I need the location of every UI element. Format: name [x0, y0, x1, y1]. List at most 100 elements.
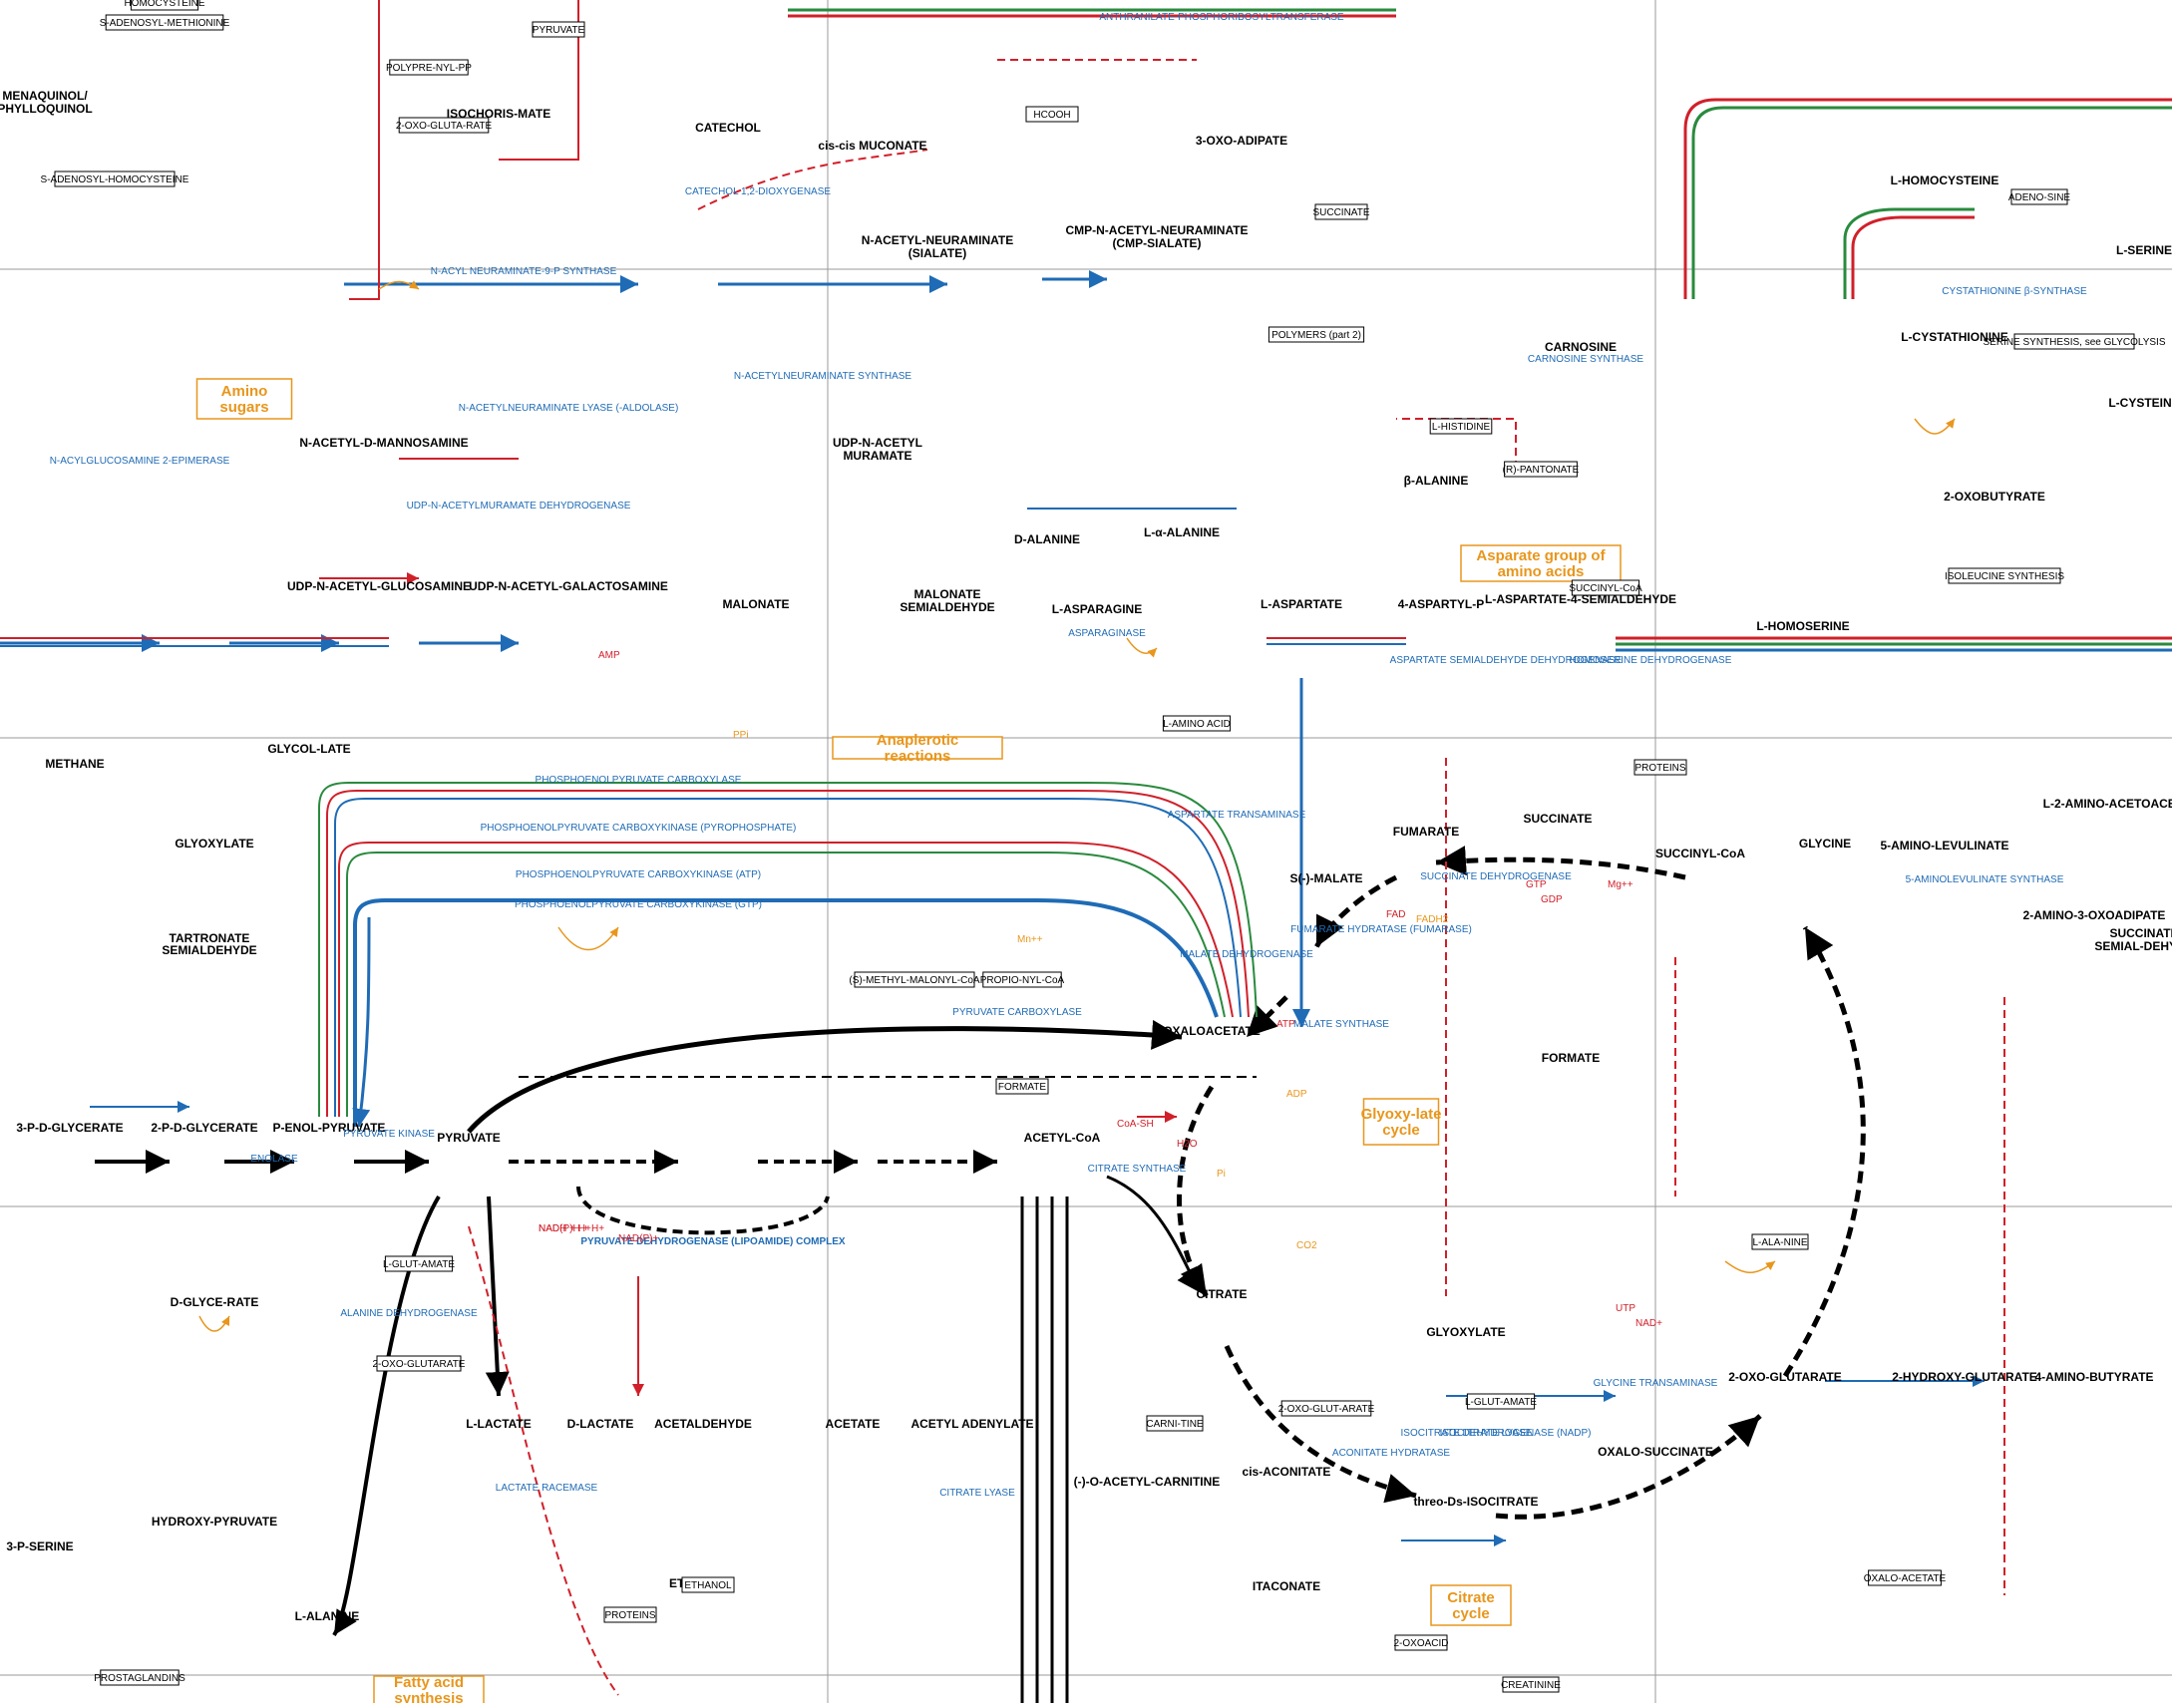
- svg-text:ALANINE DEHYDROGENASE: ALANINE DEHYDROGENASE: [340, 1308, 478, 1319]
- svg-text:OXALO-SUCCINATE: OXALO-SUCCINATE: [1598, 1445, 1713, 1459]
- enzyme-label: LACTATE RACEMASE: [496, 1483, 598, 1494]
- metabolite-glyoxylate: GLYOXYLATE: [1426, 1325, 1505, 1339]
- metabolite-l-2-amino-acetoacetate: L-2-AMINO-ACETOACETATE: [2043, 797, 2172, 811]
- cofactor-label: UTP: [1616, 1303, 1635, 1314]
- metabolite-catechol: CATECHOL: [695, 121, 761, 135]
- svg-text:GLYCINE TRANSAMINASE: GLYCINE TRANSAMINASE: [1594, 1378, 1718, 1389]
- svg-text:2-AMINO-3-OXOADIPATE: 2-AMINO-3-OXOADIPATE: [2023, 908, 2166, 922]
- svg-text:Mn++: Mn++: [1017, 934, 1043, 945]
- svg-text:PHOSPHOENOLPYRUVATE CARBOXYKIN: PHOSPHOENOLPYRUVATE CARBOXYKINASE (ATP): [516, 869, 761, 880]
- svg-text:OXALOACETATE: OXALOACETATE: [1163, 1024, 1261, 1038]
- cofactor-label: Pi: [1217, 1169, 1226, 1180]
- svg-text:SUCCINATE DEHYDROGENASE: SUCCINATE DEHYDROGENASE: [1420, 871, 1572, 882]
- svg-text:GLYOXYLATE: GLYOXYLATE: [1426, 1325, 1505, 1339]
- enzyme-label: PHOSPHOENOLPYRUVATE CARBOXYKINASE (GTP): [515, 899, 762, 910]
- metabolite-2-hydroxyglutarate: 2-HYDROXY-GLUTARATE: [1892, 1370, 2037, 1384]
- svg-text:PROSTAGLANDINS: PROSTAGLANDINS: [94, 1673, 185, 1684]
- boxed-compound: ISOLEUCINE SYNTHESIS: [1945, 568, 2064, 583]
- svg-text:(-)-O-ACETYL-CARNITINE: (-)-O-ACETYL-CARNITINE: [1074, 1475, 1221, 1489]
- svg-text:L-HOMOSERINE: L-HOMOSERINE: [1756, 619, 1849, 633]
- svg-text:PROTEINS: PROTEINS: [604, 1610, 655, 1621]
- metabolite-glyoxylate-top: GLYOXYLATE: [175, 837, 253, 851]
- metabolite-cis-aconitate: cis-ACONITATE: [1243, 1465, 1331, 1479]
- metabolite-acetyl-coa: ACETYL-CoA: [1024, 1131, 1101, 1145]
- enzyme-label: CITRATE SYNTHASE: [1088, 1164, 1187, 1175]
- metabolite-tartronate-semialdehyde: TARTRONATESEMIALDEHYDE: [162, 931, 256, 957]
- svg-text:N-ACETYLNEURAMINATE LYASE (-AL: N-ACETYLNEURAMINATE LYASE (-ALDOLASE): [459, 403, 679, 414]
- enzyme-label: FUMARATE HYDRATASE (FUMARASE): [1290, 924, 1472, 935]
- metabolite-labels: PYRUVATEACETYL-CoAOXALOACETATECITRATEcis…: [0, 89, 2172, 1623]
- svg-text:CO2: CO2: [1296, 1240, 1317, 1251]
- svg-text:L-ALANINE: L-ALANINE: [295, 1609, 360, 1623]
- svg-text:2-OXO-GLUTARATE: 2-OXO-GLUTARATE: [1728, 1370, 1842, 1384]
- metabolite-cmp-n-acetylneuraminate: CMP-N-ACETYL-NEURAMINATE(CMP-SIALATE): [1065, 223, 1248, 250]
- boxed-compound: (S)-METHYL-MALONYL-CoA: [849, 972, 979, 987]
- metabolite-succinate: SUCCINATE: [1523, 812, 1592, 826]
- cofactor-label: CO2: [1296, 1240, 1317, 1251]
- metabolite-succinate-semialdehyde: SUCCINATESEMIAL-DEHYDE: [2094, 926, 2172, 953]
- svg-text:Citratecycle: Citratecycle: [1447, 1589, 1495, 1622]
- metabolite-malonate: MALONATE: [722, 597, 789, 611]
- svg-text:L-GLUT-AMATE: L-GLUT-AMATE: [1465, 1397, 1537, 1408]
- metabolite-l-beta-alanine: L-α-ALANINE: [1144, 525, 1220, 539]
- metabolite-udp-n-acetylgalactosamine: UDP-N-ACETYL-GALACTOSAMINE: [469, 579, 668, 593]
- enzyme-label: PHOSPHOENOLPYRUVATE CARBOXYLASE: [536, 775, 742, 786]
- metabolite-malate: S(-)-MALATE: [1289, 871, 1362, 885]
- svg-text:N-ACYLGLUCOSAMINE 2-EPIMERASE: N-ACYLGLUCOSAMINE 2-EPIMERASE: [50, 456, 230, 467]
- svg-text:PYRUVATE KINASE: PYRUVATE KINASE: [343, 1129, 435, 1140]
- boxed-compound: S-ADENOSYL-HOMOCYSTEINE: [41, 171, 189, 186]
- svg-text:OXALO-ACETATE: OXALO-ACETATE: [1864, 1573, 1947, 1584]
- svg-text:PROTEINS: PROTEINS: [1634, 763, 1685, 774]
- metabolite-3-oxoadipate: 3-OXO-ADIPATE: [1196, 134, 1287, 148]
- enzyme-label: ASPARTATE SEMIALDEHYDE DEHYDROGENASE: [1390, 655, 1623, 666]
- svg-text:(S)-METHYL-MALONYL-CoA: (S)-METHYL-MALONYL-CoA: [849, 975, 979, 986]
- metabolite-l-asparagine: L-ASPARAGINE: [1052, 602, 1142, 616]
- enzyme-label: N-ACYLGLUCOSAMINE 2-EPIMERASE: [50, 456, 230, 467]
- svg-text:CARNOSINE SYNTHASE: CARNOSINE SYNTHASE: [1528, 354, 1643, 365]
- metabolite-3-p-glycerate: 3-P-D-GLYCERATE: [16, 1121, 123, 1135]
- svg-text:HOMOCYSTEINE: HOMOCYSTEINE: [124, 0, 204, 9]
- svg-text:3-P-D-GLYCERATE: 3-P-D-GLYCERATE: [16, 1121, 123, 1135]
- enzyme-label: UDP-N-ACETYLMURAMATE DEHYDROGENASE: [407, 501, 631, 512]
- svg-text:L-CYSTEINE: L-CYSTEINE: [2108, 396, 2172, 410]
- metabolite-udp-n-acetylglucosamine: UDP-N-ACETYL-GLUCOSAMINE: [287, 579, 471, 593]
- svg-text:AMP: AMP: [598, 650, 620, 661]
- metabolite-2-amino-3-oxoadipate: 2-AMINO-3-OXOADIPATE: [2023, 908, 2166, 922]
- svg-text:D-LACTATE: D-LACTATE: [567, 1417, 634, 1431]
- metabolite-l-homocysteine: L-HOMOCYSTEINE: [1891, 173, 1999, 187]
- cofactor-label: CoA-SH: [1117, 1119, 1154, 1130]
- svg-text:cis-cis MUCONATE: cis-cis MUCONATE: [818, 139, 926, 153]
- svg-text:CARNI-TINE: CARNI-TINE: [1146, 1419, 1204, 1430]
- svg-text:UDP-N-ACETYL-GLUCOSAMINE: UDP-N-ACETYL-GLUCOSAMINE: [287, 579, 471, 593]
- svg-text:POLYMERS (part 2): POLYMERS (part 2): [1271, 330, 1361, 341]
- svg-text:NAD(P)+: NAD(P)+: [618, 1233, 658, 1244]
- svg-text:LACTATE RACEMASE: LACTATE RACEMASE: [496, 1483, 598, 1494]
- enzyme-label: ALANINE DEHYDROGENASE: [340, 1308, 478, 1319]
- svg-text:PPi: PPi: [733, 730, 749, 741]
- svg-text:ETHANOL: ETHANOL: [684, 1580, 732, 1591]
- boxed-compound: L-ALA-NINE: [1752, 1234, 1808, 1249]
- cofactor-label: NADH + H+: [539, 1223, 591, 1234]
- svg-text:S-ADENOSYL-METHIONINE: S-ADENOSYL-METHIONINE: [100, 18, 230, 29]
- group-glyoxylate-cycle: Glyoxy-latecycle: [1361, 1099, 1442, 1145]
- svg-text:UTP: UTP: [1616, 1303, 1635, 1314]
- metabolite-udp-n-acetylmuramate: UDP-N-ACETYLMURAMATE: [833, 436, 922, 463]
- svg-text:PHOSPHOENOLPYRUVATE CARBOXYKIN: PHOSPHOENOLPYRUVATE CARBOXYKINASE (PYROP…: [481, 823, 797, 834]
- boxed-compound: PROTEINS: [604, 1607, 656, 1622]
- boxed-compound: 2-OXO-GLUT-ARATE: [1278, 1401, 1375, 1416]
- svg-text:ACETYL-CoA: ACETYL-CoA: [1024, 1131, 1101, 1145]
- metabolite-3-p-serine: 3-P-SERINE: [6, 1539, 73, 1553]
- enzyme-label: CATECHOL 1,2-DIOXYGENASE: [685, 186, 831, 197]
- svg-text:ISOCITRATE LYASE: ISOCITRATE LYASE: [1440, 1428, 1533, 1439]
- boxed-compound: SUCCINYL-CoA: [1569, 580, 1642, 595]
- svg-text:5-AMINOLEVULINATE SYNTHASE: 5-AMINOLEVULINATE SYNTHASE: [1906, 874, 2064, 885]
- metabolite-hydroxy-pyruvate: HYDROXY-PYRUVATE: [152, 1515, 277, 1529]
- svg-text:L-ASPARTATE: L-ASPARTATE: [1261, 597, 1342, 611]
- enzyme-label: MALATE DEHYDROGENASE: [1180, 949, 1313, 960]
- svg-text:4-ASPARTYL-P: 4-ASPARTYL-P: [1398, 597, 1484, 611]
- svg-text:ASPARTATE TRANSAMINASE: ASPARTATE TRANSAMINASE: [1168, 810, 1306, 821]
- enzyme-label: ASPARTATE TRANSAMINASE: [1168, 810, 1306, 821]
- metabolite-d-glycerate: D-GLYCE-RATE: [171, 1295, 259, 1309]
